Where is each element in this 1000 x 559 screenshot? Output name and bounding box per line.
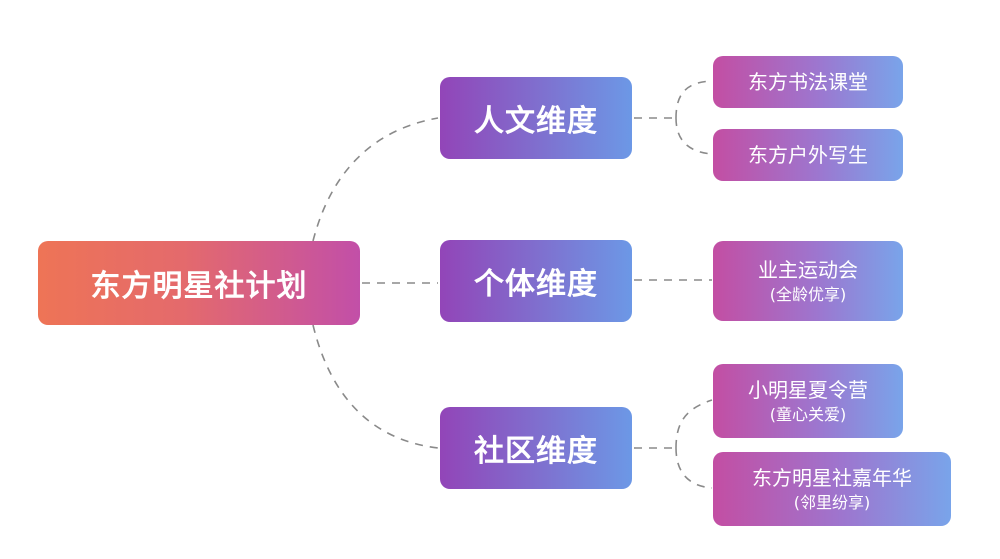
leaf-label: 小明星夏令营 <box>748 377 868 402</box>
connector-root-to-dim-3 <box>312 324 439 449</box>
leaf-label: 业主运动会 <box>758 257 858 282</box>
root-label: 东方明星社计划 <box>90 269 308 304</box>
leaf-node-outdoor-sketching: 东方户外写生 <box>713 129 903 181</box>
leaf-node-summer-camp: 小明星夏令营 (童心关爱) <box>713 364 903 438</box>
connector-dim-1-leaf-2 <box>675 117 713 155</box>
dimension-label: 人文维度 <box>474 104 598 139</box>
leaf-label: 东方明星社嘉年华 <box>752 465 912 490</box>
leaf-node-calligraphy-class: 东方书法课堂 <box>713 56 903 108</box>
dimension-node-individual: 个体维度 <box>440 240 632 322</box>
dimension-label: 个体维度 <box>474 267 598 302</box>
connector-root-to-dim-1 <box>312 117 439 242</box>
leaf-node-carnival: 东方明星社嘉年华 (邻里纷享) <box>713 452 951 526</box>
leaf-label: 东方户外写生 <box>748 142 868 167</box>
leaf-node-sports-meet: 业主运动会 (全龄优享) <box>713 241 903 321</box>
connector-dim-1-leaf-1 <box>675 80 713 119</box>
connector-dim-3-leaf-1 <box>675 399 713 449</box>
dimension-label: 社区维度 <box>474 434 598 469</box>
root-node: 东方明星社计划 <box>38 241 360 325</box>
leaf-sublabel: (全龄优享) <box>769 284 847 304</box>
dimension-node-community: 社区维度 <box>440 407 632 489</box>
connector-dim-3-leaf-2 <box>675 447 713 489</box>
leaf-label: 东方书法课堂 <box>748 69 868 94</box>
dimension-node-humanities: 人文维度 <box>440 77 632 159</box>
leaf-sublabel: (邻里纷享) <box>793 492 871 512</box>
leaf-sublabel: (童心关爱) <box>769 404 847 424</box>
